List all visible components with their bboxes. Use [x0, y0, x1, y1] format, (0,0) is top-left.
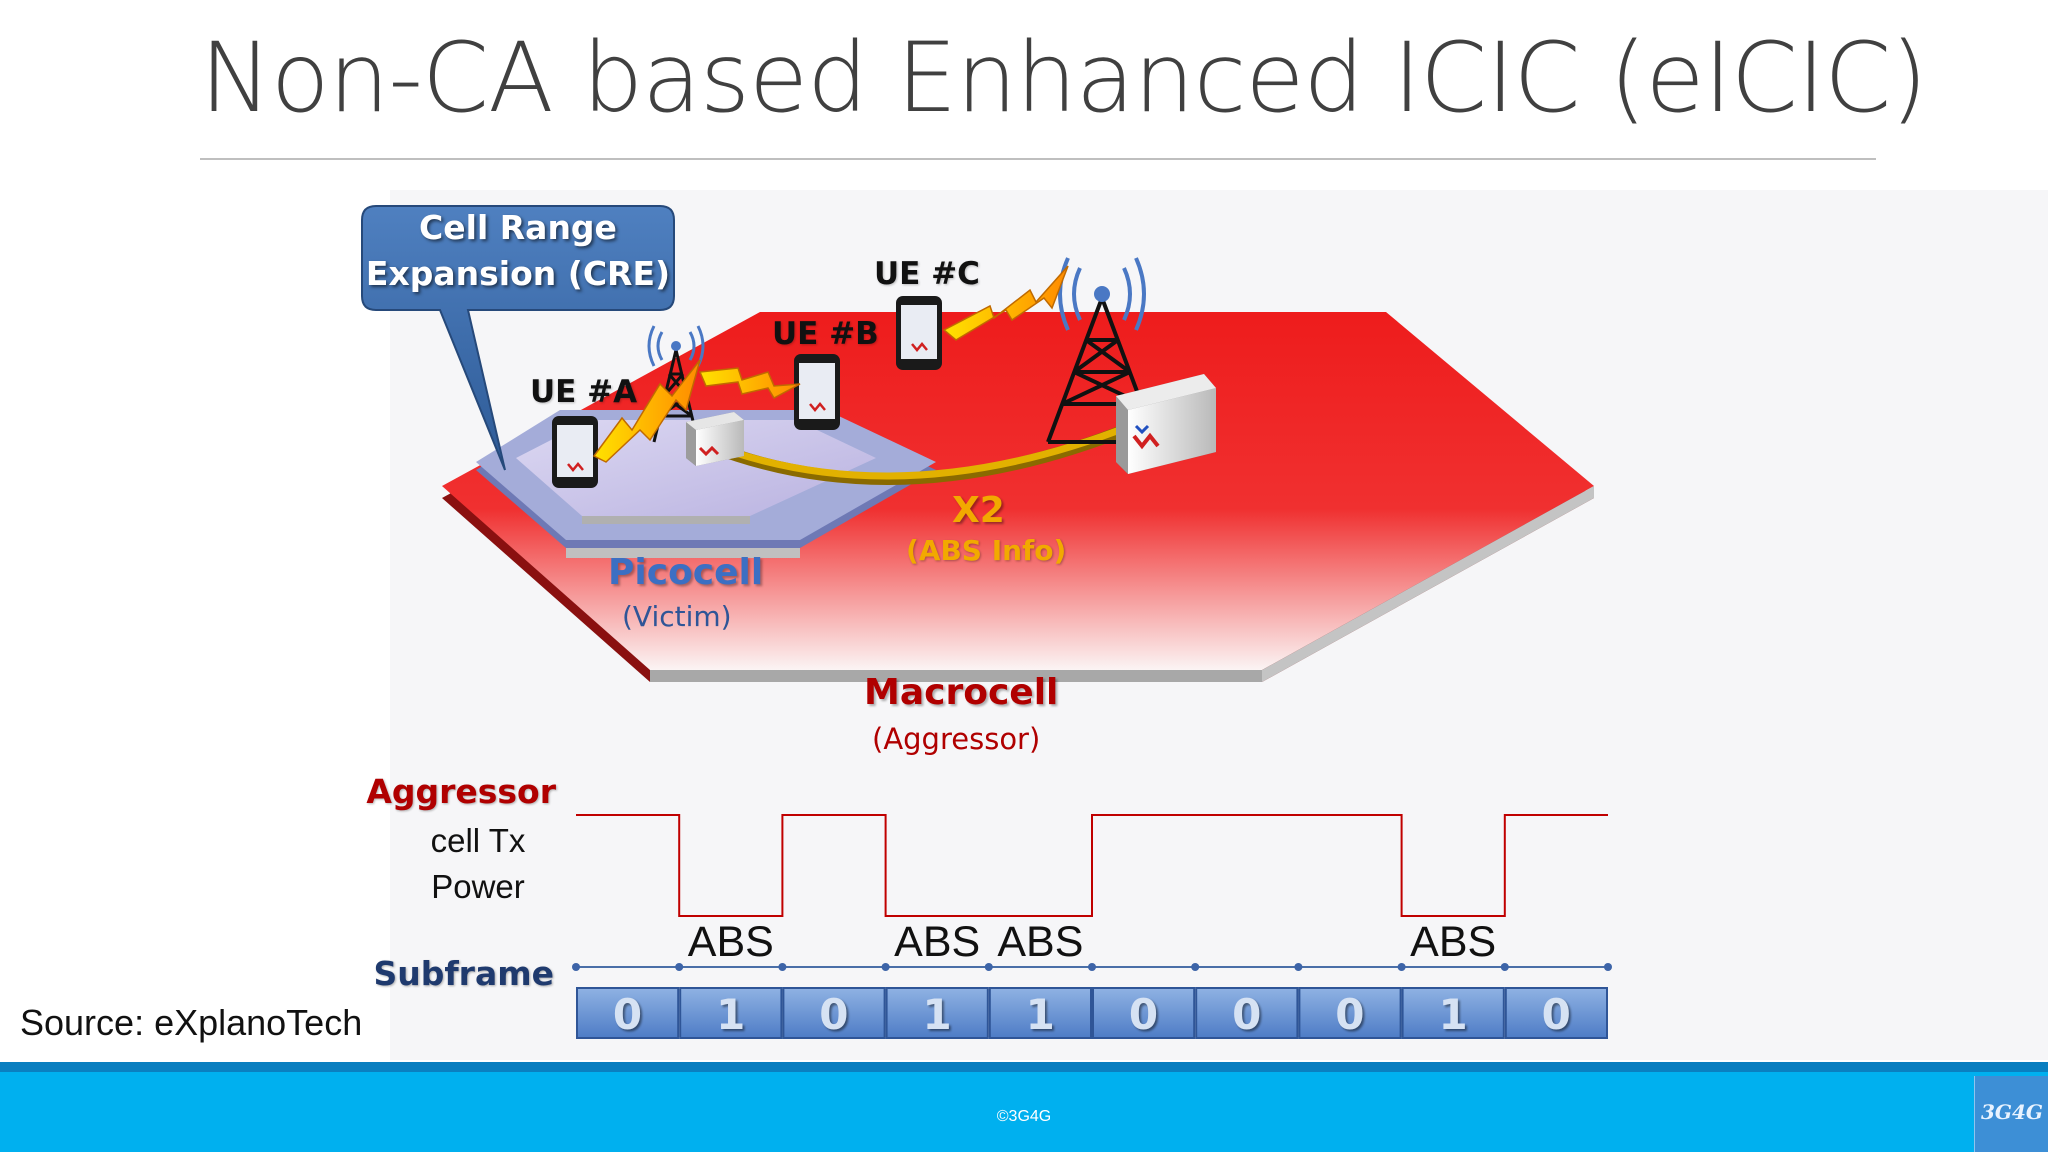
subframe-value: 1 — [716, 990, 746, 1039]
x2-link-highlight — [706, 422, 1134, 480]
subframe-boundary-dot — [1397, 963, 1406, 971]
subframe-boundary-dot — [984, 963, 993, 971]
lightning-icon — [592, 359, 701, 463]
cre-callout-line1: Cell Range — [419, 208, 617, 247]
subframe-cell — [782, 987, 886, 1039]
footer-bar — [0, 1062, 2048, 1152]
subframe-boundary-dot — [881, 963, 890, 971]
macrocell-label: Macrocell — [864, 672, 1059, 713]
subframe-value: 1 — [1438, 990, 1468, 1039]
abs-label: ABS — [687, 918, 774, 966]
cre-callout — [361, 205, 675, 471]
brand-logo-text: 3G4G — [1981, 1100, 2043, 1124]
subframe-axis — [572, 963, 1612, 971]
subframe-boundary-dot — [778, 963, 787, 971]
macrocell-sub-label: (Aggressor) — [872, 722, 1041, 756]
subframe-value: 1 — [922, 990, 952, 1039]
tx-power-label-line2: Power — [431, 868, 525, 905]
cre-callout-line2: Expansion (CRE) — [365, 254, 671, 293]
abs-label: ABS — [997, 918, 1084, 966]
subframe-cell — [1092, 987, 1196, 1039]
abs-label: ABS — [1410, 918, 1497, 966]
subframe-cell — [1298, 987, 1402, 1039]
subframe-value: 0 — [612, 990, 643, 1039]
subframe-cell — [679, 987, 783, 1039]
subframe-value: 0 — [1335, 990, 1365, 1039]
abs-label: ABS — [894, 918, 981, 966]
base-station-cabinet-icon — [686, 412, 744, 466]
subframe-cell — [1195, 987, 1299, 1039]
phone-icon — [896, 296, 942, 370]
lightning-icon — [942, 265, 1069, 341]
subframe-cell — [1504, 987, 1609, 1039]
title-divider — [200, 158, 1876, 160]
x2-label: X2 — [952, 490, 1005, 531]
subframe-value: 0 — [1232, 990, 1262, 1039]
cre-callout-text: Cell Range Expansion (CRE) — [362, 205, 674, 297]
subframe-boundary-dot — [1604, 963, 1612, 971]
tx-power-waveform — [576, 814, 1608, 917]
subframe-boundary-dot — [1088, 963, 1096, 971]
subframe-value: 0 — [1541, 990, 1571, 1039]
picocell-label: Picocell — [608, 552, 764, 593]
subframe-boundary-dot — [1191, 963, 1200, 971]
x2-sub-label: (ABS Info) — [906, 534, 1067, 567]
lightning-icon — [698, 367, 801, 399]
subframe-value: 1 — [1025, 990, 1055, 1039]
subframe-value: 0 — [819, 990, 849, 1039]
subframe-boundary-dot — [1294, 963, 1303, 971]
subframe-boundary-dot — [1500, 963, 1509, 971]
tx-power-label-line1: cell Tx — [430, 822, 526, 859]
base-station-cabinet-icon — [1116, 374, 1216, 474]
ue-b-label: UE #B — [772, 316, 879, 352]
subframe-cell — [885, 987, 989, 1039]
picocell-sub-label: (Victim) — [622, 600, 732, 633]
subframe-cell — [1401, 987, 1505, 1039]
subframe-cell — [988, 987, 1092, 1039]
subframe-cell — [576, 987, 680, 1039]
subframe-value: 0 — [1128, 990, 1159, 1039]
tower-icon — [1046, 257, 1158, 444]
copyright-text: ©3G4G — [996, 1108, 1052, 1125]
subframe-label: Subframe — [373, 954, 554, 993]
subframe-boundary-dot — [675, 963, 684, 971]
source-credit: Source: eXplanoTech — [20, 1002, 363, 1043]
phone-icon — [794, 354, 840, 430]
aggressor-label: Aggressor — [366, 772, 556, 811]
ue-c-label: UE #C — [874, 256, 980, 292]
ue-a-label: UE #A — [530, 374, 638, 410]
page-title: Non-CA based Enhanced ICIC (eICIC) — [200, 22, 1928, 134]
subframe-boundary-dot — [572, 963, 580, 971]
brand-logo: 3G4G — [1974, 1076, 2048, 1152]
phone-icon — [552, 416, 598, 488]
subframe-cells — [576, 987, 1609, 1039]
